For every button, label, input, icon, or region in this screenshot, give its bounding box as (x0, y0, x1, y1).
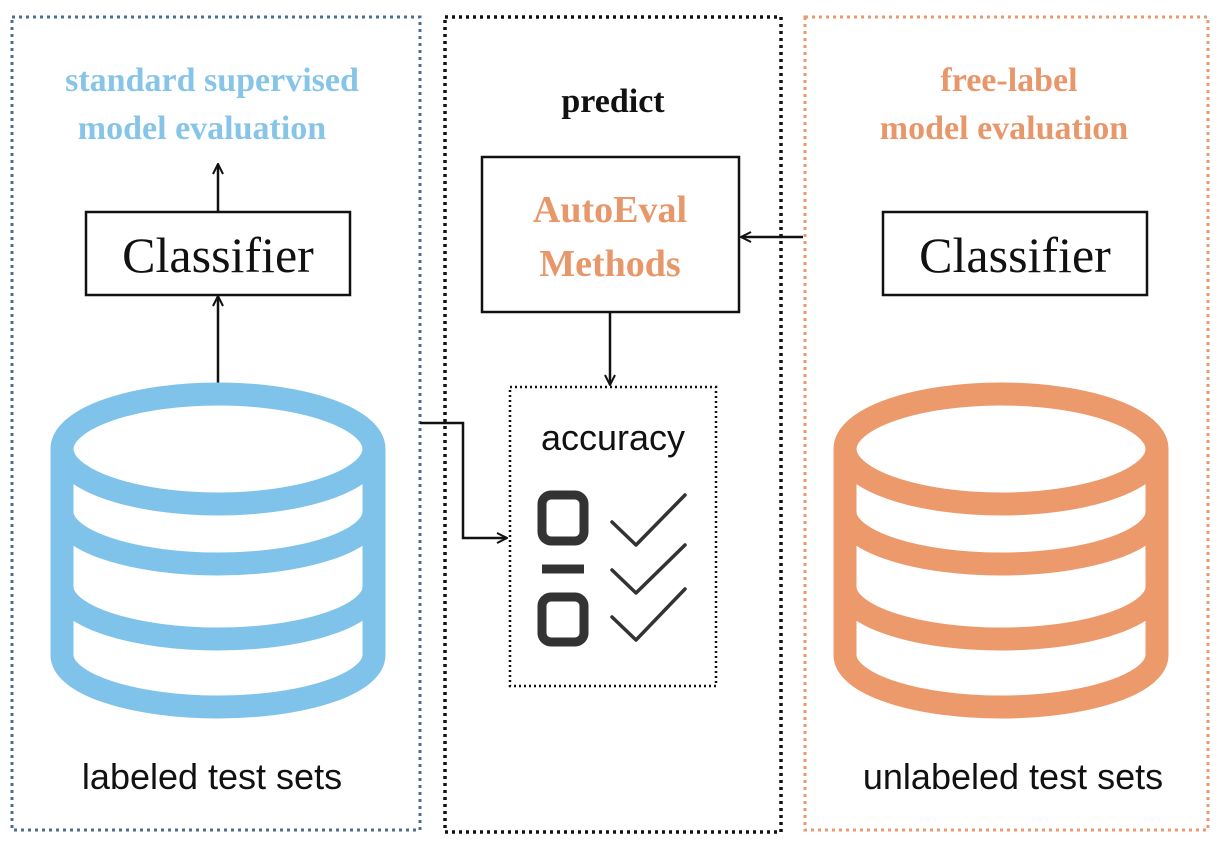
left-classifier-box (84, 210, 352, 297)
score-digits-icon (537, 490, 589, 647)
left-classifier-label: Classifier (122, 227, 314, 283)
left-dataset-label: labeled test sets (82, 756, 342, 797)
check-mark-icon (610, 493, 687, 642)
right-panel-title-line2: model evaluation (880, 110, 1128, 147)
right-dataset-label: unlabeled test sets (863, 756, 1163, 797)
left-database-icon (50, 382, 386, 719)
right-panel-title-line1: free-label (940, 62, 1077, 99)
left-to-accuracy-connector (420, 421, 507, 538)
right-panel-border (803, 15, 1210, 832)
right-panel: free-label model evaluation Classifier u… (741, 15, 1210, 832)
center-panel-title: predict (561, 83, 665, 120)
left-panel-title-line2: model evaluation (78, 110, 326, 147)
right-classifier-label: Classifier (919, 227, 1111, 283)
center-panel: predict AutoEval Methods accuracy (420, 15, 783, 834)
right-classifier-box (881, 210, 1149, 297)
autoeval-methods-line1: AutoEval (533, 189, 687, 231)
autoeval-methods-box (480, 155, 741, 314)
right-database-icon (833, 382, 1169, 719)
left-panel: standard supervised model evaluation Cla… (10, 15, 422, 832)
autoeval-methods-line2: Methods (539, 243, 680, 285)
center-panel-border (443, 15, 783, 834)
accuracy-label: accuracy (541, 417, 685, 458)
left-panel-title-line1: standard supervised (65, 62, 359, 99)
